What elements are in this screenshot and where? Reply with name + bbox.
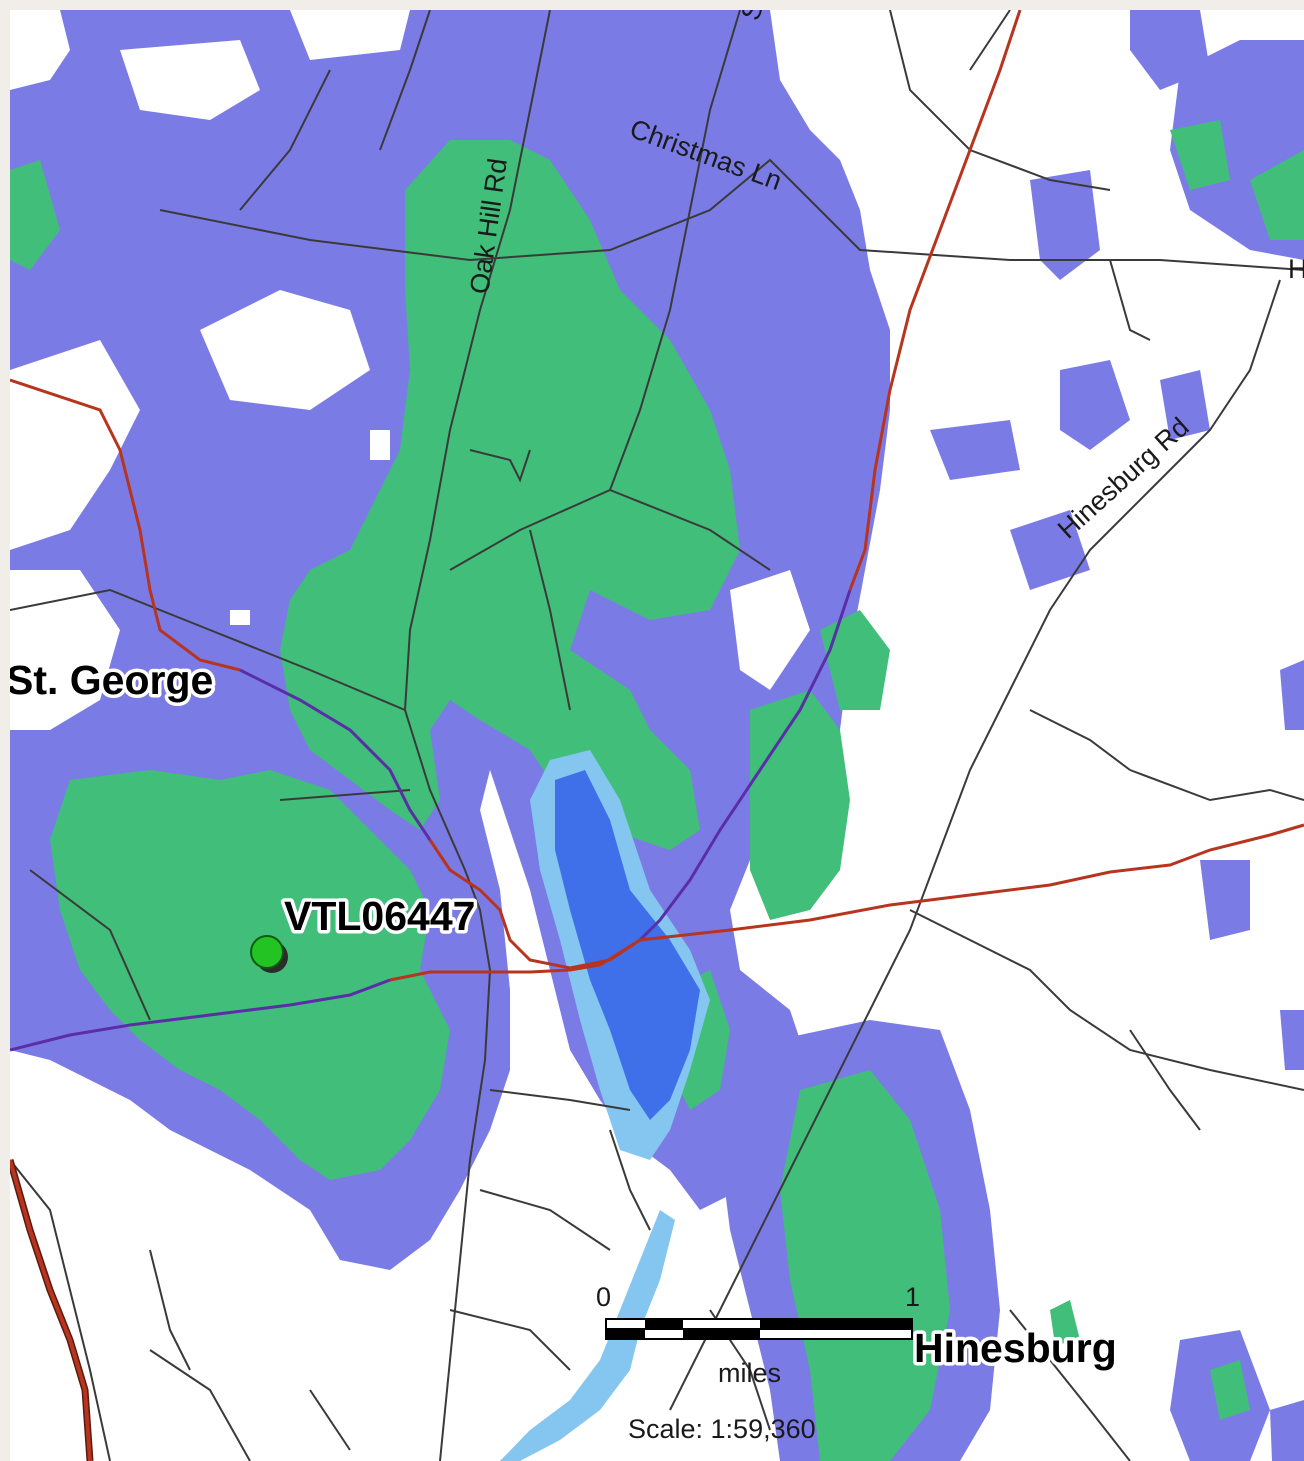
road-north-1 xyxy=(379,10,431,151)
scale-bar-segment-2 xyxy=(645,1330,683,1338)
clearing-west-1 xyxy=(10,340,140,550)
periwinkle-e-patch-9 xyxy=(1270,1400,1304,1461)
road-diagonal xyxy=(449,10,741,571)
periwinkle-e-patch-3 xyxy=(1010,510,1090,590)
clearing-holes-1 xyxy=(370,430,390,460)
road-southwest-hook xyxy=(149,1249,191,1371)
scale-bar-segment-3 xyxy=(683,1320,760,1328)
clearing-holes-2 xyxy=(230,610,250,625)
map-svg: Oak Hill Rd Christmas Ln Hinesburg Rd S … xyxy=(10,10,1304,1461)
periwinkle-ne-top xyxy=(1130,10,1210,90)
road-west-2 xyxy=(279,789,411,801)
green-west-edge xyxy=(10,160,60,270)
road-south-7 xyxy=(309,1389,351,1451)
road-e-4 xyxy=(1129,1029,1201,1131)
highway-sw-curve xyxy=(10,1159,92,1461)
clearing-north-center xyxy=(200,290,370,410)
green-ne-corner xyxy=(1250,150,1304,240)
minor-roads xyxy=(10,10,1304,1461)
road-e-3 xyxy=(909,909,1304,1091)
clearing-n-2 xyxy=(290,10,410,60)
highway-vt116 xyxy=(848,10,1022,591)
green-se-small xyxy=(1050,1300,1080,1345)
scale-bar-segment-1 xyxy=(607,1320,645,1328)
highway-vt2a-south xyxy=(428,839,641,970)
scale-bar-start-tick: 0 xyxy=(596,1282,611,1312)
road-south-6 xyxy=(149,1349,251,1461)
green-southeast xyxy=(780,1070,950,1461)
green-southwest-mass xyxy=(50,770,450,1180)
road-christmas xyxy=(159,158,1304,271)
green-e-small-1 xyxy=(1210,1360,1250,1420)
green-central-corridor xyxy=(280,140,740,850)
road-e-2 xyxy=(1129,769,1304,802)
site-marker-icon[interactable] xyxy=(250,935,284,969)
landcover-clearings xyxy=(10,10,810,1350)
scale-ratio: Scale: 1:59,360 xyxy=(628,1414,816,1444)
road-sw-2 xyxy=(10,1159,111,1461)
highway-east-west xyxy=(639,823,1304,942)
site-marker-group[interactable]: VTL06447 xyxy=(250,890,479,973)
highway-west-purple xyxy=(10,978,391,1052)
road-e-1 xyxy=(1029,709,1131,771)
periwinkle-e-patch-6 xyxy=(1200,860,1250,940)
clearing-nw xyxy=(10,10,70,90)
highways xyxy=(10,10,1304,1461)
road-label-right-fragment: H xyxy=(1288,254,1304,284)
road-hinesburg xyxy=(669,279,1281,1411)
highway-vt2a-purple xyxy=(239,668,432,841)
road-e-5 xyxy=(1009,1309,1131,1461)
clearing-n-1 xyxy=(120,40,260,120)
road-south-4 xyxy=(609,1129,651,1231)
scale-bar: 0 1 miles Scale: 1:59,360 xyxy=(596,1282,920,1444)
periwinkle-e-patch-7 xyxy=(1280,1010,1304,1070)
scale-bar-segment-4 xyxy=(760,1330,911,1338)
road-ne-3 xyxy=(1109,259,1151,341)
highway-vt116-purple xyxy=(638,589,852,942)
water-lightblue-south xyxy=(500,1210,675,1461)
site-label: VTL06447 xyxy=(284,893,475,939)
highway-west-red xyxy=(389,938,641,982)
road-sw-1 xyxy=(29,869,151,1021)
road-jog xyxy=(469,449,531,483)
road-west-1 xyxy=(10,588,406,711)
periwinkle-e-patch-5 xyxy=(1160,370,1210,440)
periwinkle-e-patch-1 xyxy=(1030,170,1100,280)
road-north-2 xyxy=(239,69,331,211)
periwinkle-e-patch-8 xyxy=(1280,660,1304,730)
road-mid-2 xyxy=(529,529,571,711)
road-mid-1 xyxy=(609,489,771,571)
clearing-center-east xyxy=(730,570,810,690)
road-ne-2 xyxy=(969,10,1011,71)
road-oak-hill xyxy=(403,10,551,1461)
road-south-3 xyxy=(449,1309,571,1371)
map-canvas[interactable]: Oak Hill Rd Christmas Ln Hinesburg Rd S … xyxy=(10,10,1304,1461)
place-label-st-george: St. George xyxy=(10,657,213,703)
scale-bar-end-tick: 1 xyxy=(905,1282,920,1312)
highway-vt2a-red xyxy=(10,378,241,672)
road-south-1 xyxy=(489,1089,631,1111)
water-blue-deep xyxy=(555,770,700,1120)
place-label-hinesburg: Hinesburg xyxy=(914,1325,1117,1371)
road-south-2 xyxy=(479,1189,611,1251)
periwinkle-e-patch-2 xyxy=(1060,360,1130,450)
periwinkle-e-patch-4 xyxy=(930,420,1020,480)
clearing-west-2 xyxy=(10,570,120,730)
scale-bar-unit: miles xyxy=(718,1358,781,1388)
green-east-patch xyxy=(820,610,890,710)
green-ne-small xyxy=(1170,120,1230,190)
